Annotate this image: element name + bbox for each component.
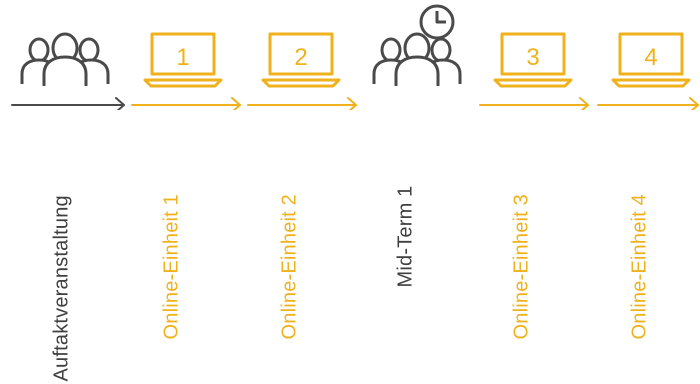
step-label-online-2: Online-Einheit 2 (278, 193, 301, 340)
arrow-2 (247, 97, 357, 110)
laptop-number-2: 2 (294, 44, 307, 71)
timeline-graphics: 1 2 3 4 (11, 4, 699, 110)
arrow-1 (131, 97, 241, 110)
laptop-icon-1 (143, 32, 223, 88)
laptop-number-4: 4 (644, 44, 657, 71)
laptop-number-1: 1 (176, 44, 189, 71)
group-clock-icon (372, 4, 462, 86)
group-icon (20, 32, 110, 86)
step-label-online-4: Online-Einheit 4 (628, 193, 651, 340)
step-label-online-1: Online-Einheit 1 (160, 193, 183, 340)
arrow-4 (597, 97, 699, 110)
laptop-icon-3 (493, 32, 573, 88)
laptop-icon-4 (611, 32, 691, 88)
laptop-icon-2 (261, 32, 341, 88)
arrow-0 (11, 97, 125, 110)
step-label-auftakt: Auftaktveranstaltung (50, 195, 73, 382)
step-label-midterm: Mid-Term 1 (394, 185, 417, 288)
laptop-number-3: 3 (526, 44, 539, 71)
arrow-3 (479, 97, 589, 110)
step-label-online-3: Online-Einheit 3 (510, 193, 533, 340)
